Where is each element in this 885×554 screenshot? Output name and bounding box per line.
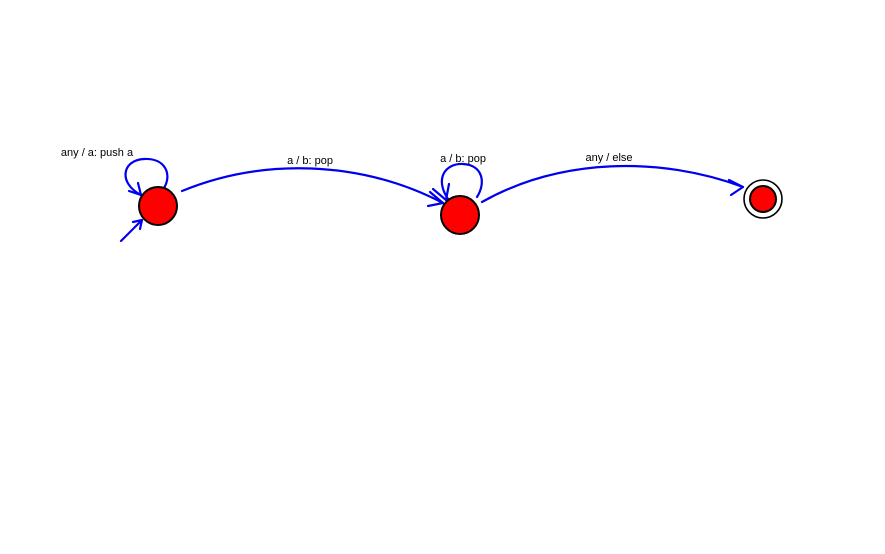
transition-q0-self-line [124, 157, 169, 197]
transition-q0-q1: a / b: pop [180, 155, 445, 208]
transition-q1-q2-head [727, 178, 745, 197]
state-q0[interactable] [138, 186, 178, 226]
transition-q0-self: any / a: push a [61, 147, 169, 197]
transition-q1-q2-line [480, 164, 745, 204]
transition-q1-self-label: a / b: pop [440, 153, 486, 165]
transition-q1-q2-label: any / else [585, 152, 632, 164]
transition-q1-q2: any / else [480, 152, 745, 204]
state-q1-circle [440, 195, 480, 235]
state-q1[interactable] [440, 195, 480, 235]
transition-q1-self: a / b: pop [431, 153, 486, 202]
transition-q0-self-head [127, 181, 143, 197]
initial-arrow-head [131, 218, 144, 231]
transition-q0-q1-line [180, 167, 445, 205]
transition-q1-self-line [440, 162, 483, 201]
transition-q0-self-label: any / a: push a [61, 147, 134, 159]
state-q0-circle [138, 186, 178, 226]
transition-q0-q1-head [426, 190, 445, 208]
transition-q0-q1-label: a / b: pop [287, 155, 333, 167]
state-q2[interactable] [743, 179, 783, 219]
initial-arrow-line [119, 218, 144, 243]
state-q2-circle [749, 185, 777, 213]
state-q2-accept-ring [743, 179, 783, 219]
transition-q1-self-head [431, 182, 451, 202]
initial-arrow [119, 218, 144, 243]
